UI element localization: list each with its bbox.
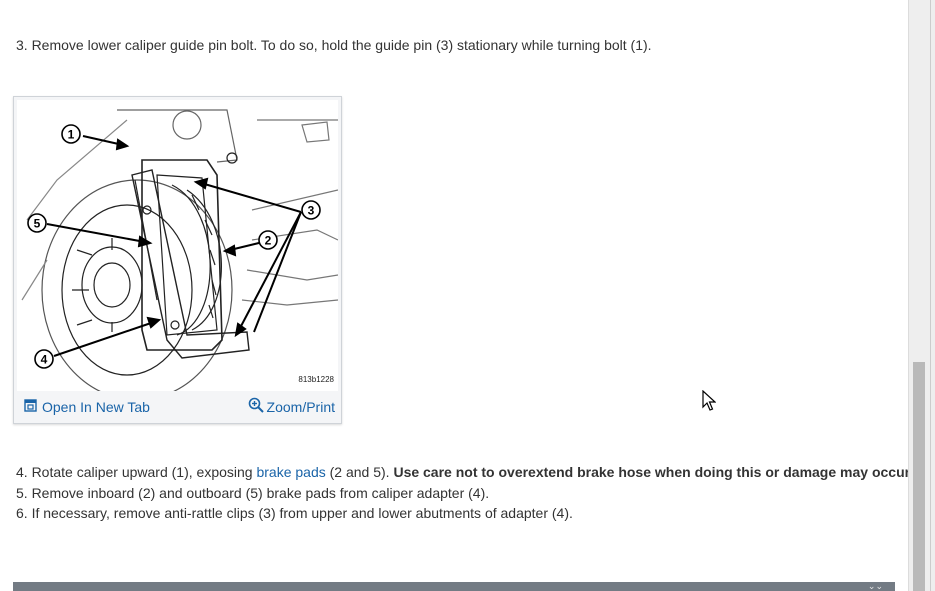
step-4-warning: when doing this or damage may occur. (651, 464, 914, 480)
callout-4-circle (34, 349, 54, 369)
vertical-scrollbar[interactable] (908, 0, 935, 591)
scrollbar-thumb[interactable] (913, 362, 925, 591)
page-content: 3. Remove lower caliper guide pin bolt. … (13, 37, 913, 591)
steps-list: 4. Rotate caliper upward (1), exposing b… (16, 462, 913, 524)
open-in-new-tab-button[interactable]: Open In New Tab (24, 399, 150, 415)
bottom-section-header[interactable]: ⌄⌄ (13, 582, 895, 591)
zoom-print-label: Zoom/Print (266, 398, 335, 415)
step-4-part: 4. Rotate caliper upward (1), exposing (16, 464, 257, 480)
callout-5-circle (27, 213, 47, 233)
step-5-text: 5. Remove inboard (2) and outboard (5) b… (16, 484, 490, 501)
callout-3-circle (301, 200, 321, 220)
callout-2-circle (258, 230, 278, 250)
open-in-new-tab-label: Open In New Tab (42, 399, 150, 415)
scrollbar-track-line (930, 0, 931, 591)
collapse-icon[interactable]: ⌄⌄ (867, 581, 883, 591)
step-6-text: 6. If necessary, remove anti-rattle clip… (16, 505, 573, 521)
callout-2-label: 2 (265, 234, 272, 248)
callout-1-label: 1 (68, 128, 75, 142)
step-4-text: 4. Rotate caliper upward (1), exposing b… (16, 462, 913, 483)
callout-1-circle (61, 124, 81, 144)
open-new-tab-icon (24, 399, 37, 415)
figure-code: 813b1228 (298, 375, 334, 384)
figure-panel: 1 5 4 3 2 813b1228 Open In New Ta (13, 96, 342, 424)
step-4-warning: Use care not to overextend (393, 464, 578, 480)
callout-3-label: 3 (308, 204, 315, 218)
brake-pads-link[interactable]: brake pads (256, 464, 326, 480)
mouse-cursor-icon (702, 389, 717, 415)
zoom-in-icon (248, 397, 264, 416)
figure-footer: Open In New Tab Zoom/Print (14, 395, 341, 423)
callout-4-label: 4 (41, 353, 48, 367)
callout-5-label: 5 (34, 217, 41, 231)
step-3-text: 3. Remove lower caliper guide pin bolt. … (16, 37, 652, 53)
brake-hose-link[interactable]: brake hose (577, 464, 652, 480)
step-4-part: (2 and 5). (325, 464, 394, 480)
brake-caliper-illustration[interactable]: 1 5 4 3 2 813b1228 (17, 100, 338, 391)
zoom-print-button[interactable]: Zoom/Print (248, 397, 335, 416)
